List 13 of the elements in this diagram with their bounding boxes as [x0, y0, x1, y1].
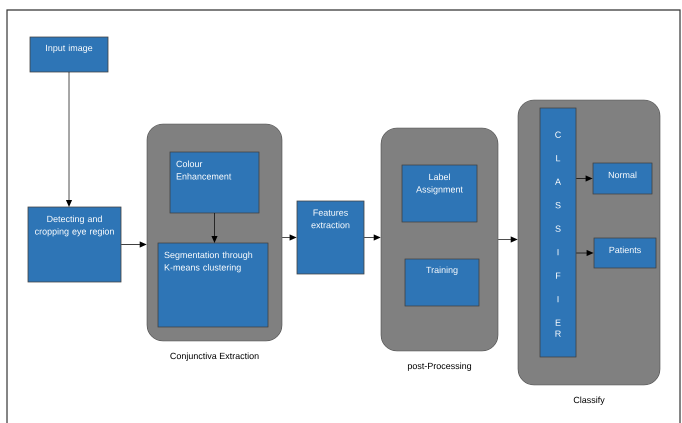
- process-box: Segmentation through K-means clustering: [158, 242, 268, 328]
- node-label: Classify: [574, 396, 605, 405]
- process-box: Training: [404, 258, 480, 306]
- process-box: Patients: [594, 238, 656, 268]
- node-label: Conjunctiva Extraction: [170, 352, 259, 361]
- process-box: Features extraction: [296, 200, 364, 274]
- classifier-bar: CLASSIFIER: [540, 108, 576, 358]
- node-label: post-Processing: [408, 362, 472, 371]
- process-box: Detecting and cropping eye region: [28, 206, 122, 282]
- process-box: Normal: [592, 162, 652, 194]
- process-box: Input image: [30, 36, 108, 72]
- process-box: Colour Enhancement: [170, 152, 260, 214]
- process-box: Label Assignment: [402, 164, 478, 222]
